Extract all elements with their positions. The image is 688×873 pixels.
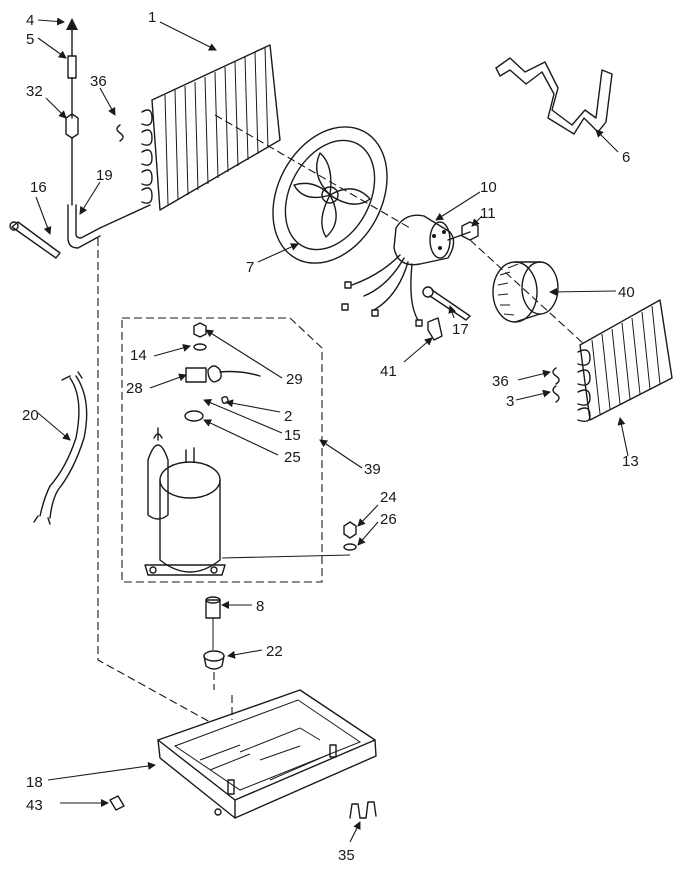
- label-part-6: 6: [622, 149, 630, 166]
- clip-36-right: [552, 367, 560, 385]
- label-part-7: 7: [246, 259, 254, 276]
- label-part-18: 18: [26, 774, 43, 791]
- label-part-22: 22: [266, 643, 283, 660]
- alignment-line-coil-motor: [214, 114, 411, 229]
- label-part-24: 24: [380, 489, 397, 506]
- label-part-2: 2: [284, 408, 292, 425]
- label-part-16: 16: [30, 179, 47, 196]
- fan-shroud-7: [272, 126, 388, 264]
- label-part-1: 1: [148, 9, 156, 26]
- bracket-6: [495, 57, 613, 135]
- clip-3: [552, 385, 560, 403]
- clip-41: [427, 317, 443, 341]
- label-part-32: 32: [26, 83, 43, 100]
- leader-compressor-nut: [221, 554, 351, 559]
- fan-motor-10: [341, 214, 471, 327]
- label-part-13: 13: [622, 453, 639, 470]
- nut-11: [461, 221, 479, 241]
- label-part-3: 3: [506, 393, 514, 410]
- label-part-11: 11: [480, 205, 496, 222]
- label-part-35: 35: [338, 847, 355, 864]
- alignment-line-coil-base: [97, 238, 211, 723]
- label-part-8: 8: [256, 598, 264, 615]
- label-part-29: 29: [286, 371, 303, 388]
- label-part-5: 5: [26, 31, 34, 48]
- screw-43: [109, 795, 125, 811]
- nut-24-washer-26: [343, 521, 357, 551]
- leader-lines: [35, 17, 629, 843]
- screw-16: [9, 221, 61, 259]
- label-part-20: 20: [22, 407, 39, 424]
- nut-14: [193, 322, 207, 338]
- label-part-15: 15: [284, 427, 301, 444]
- clip-35: [349, 801, 377, 819]
- label-part-39: 39: [364, 461, 381, 478]
- alignment-line-mount-base: [213, 672, 233, 720]
- capillary-tube-assembly: [65, 18, 151, 249]
- washer-29: [193, 343, 207, 351]
- alignment-line-motor-evaporator: [469, 239, 586, 346]
- part-labels: 4 5 32 36 1 16 19 6 7 10 11 40 17 41 36 …: [22, 9, 639, 864]
- wire-harness-20: [33, 371, 88, 525]
- label-part-17: 17: [452, 321, 469, 338]
- evaporator-coil-13: [577, 299, 673, 423]
- label-part-19: 19: [96, 167, 113, 184]
- condenser-coil: [141, 44, 281, 211]
- label-part-14: 14: [130, 347, 147, 364]
- grommet-8: [205, 596, 221, 619]
- label-part-36-right: 36: [492, 373, 509, 390]
- blower-wheel-40: [492, 261, 559, 323]
- label-part-41: 41: [380, 363, 397, 380]
- mount-22: [203, 650, 225, 670]
- base-pan-18: [157, 689, 377, 819]
- label-part-25: 25: [284, 449, 301, 466]
- cover-28: [185, 367, 207, 383]
- label-part-28: 28: [126, 380, 143, 397]
- screw-17: [422, 286, 471, 321]
- label-part-36-top: 36: [90, 73, 107, 90]
- label-part-43: 43: [26, 797, 43, 814]
- label-part-10: 10: [480, 179, 497, 196]
- grommet-25: [184, 410, 204, 422]
- label-part-26: 26: [380, 511, 397, 528]
- clip-36-top: [116, 124, 124, 142]
- label-part-40: 40: [618, 284, 635, 301]
- label-part-4: 4: [26, 12, 34, 29]
